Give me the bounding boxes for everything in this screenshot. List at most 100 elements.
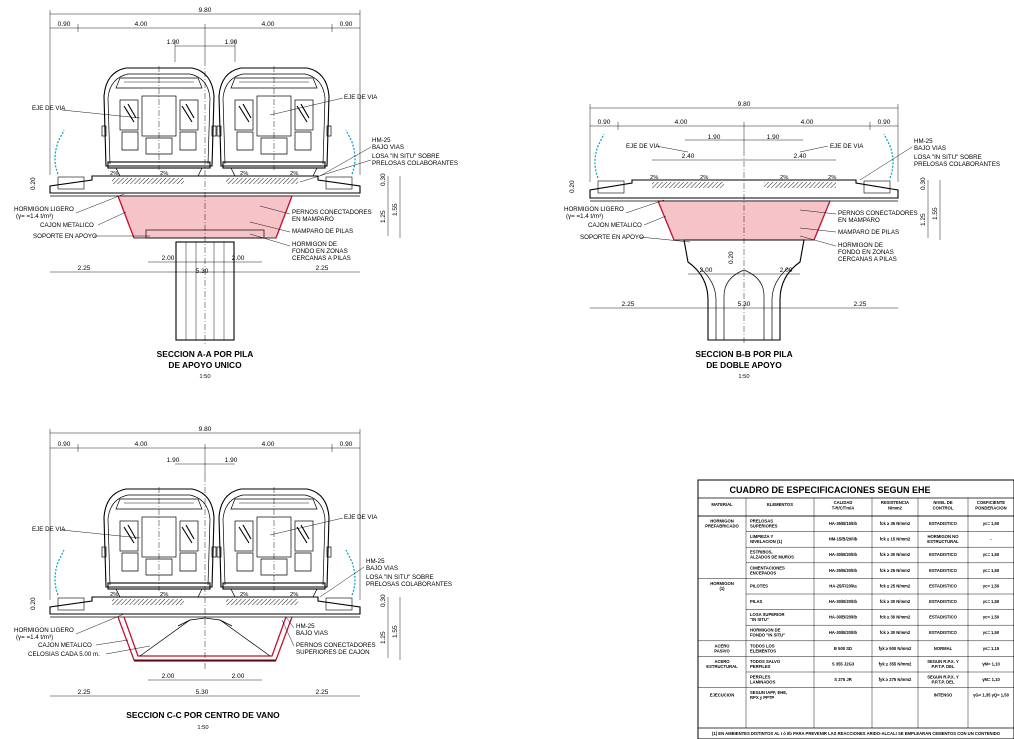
table-cell: NORMAL — [934, 646, 953, 651]
label-hf1-b: HORMIGON DE — [838, 242, 883, 249]
label-bajovias-a: BAJO VIAS — [372, 144, 404, 151]
table-cell: S 275 JR — [834, 677, 851, 682]
dim-slab-a: 0.30 — [380, 173, 387, 186]
dim-slab-c: 0.30 — [380, 594, 387, 607]
table-cell: SEGUN R.P.X. Y — [927, 659, 959, 664]
table-cell: HA-25/F/20/IIa — [829, 583, 857, 588]
train-left — [101, 65, 217, 177]
table-cell: PASIVO — [714, 648, 730, 653]
table-cell: ESTADISTICO — [929, 568, 958, 573]
table-cell: γc= 1,50 — [983, 568, 1000, 573]
table-header-cell: RESISTENCIA — [881, 500, 909, 505]
table-cell: TODOS LOS — [750, 643, 775, 648]
table-cell: ESTADISTICO — [929, 552, 958, 557]
dim-side-b: 0.90 — [340, 21, 353, 28]
table-cell: "IN SITU" — [750, 617, 769, 622]
table-cell: HA-30/B/20/IIb — [829, 599, 858, 604]
table-cell: γs= 1,15 — [983, 646, 1000, 651]
label-horm2-a: (γ= =1.4 t/m³) — [16, 213, 53, 220]
table-header-cell: COEFICIENTE — [977, 500, 1005, 505]
dim-eje-a: 1.90 — [167, 39, 180, 46]
train-left-c — [101, 486, 217, 598]
table-cell: EJECUCION — [710, 693, 734, 698]
table-cell: SUPERIORES — [750, 524, 778, 529]
dim-eje-b2: 1.90 — [767, 134, 780, 141]
label-hm25-c2: HM-25 — [296, 623, 315, 630]
label-horm1-c: HORMIGON LIGERO — [14, 627, 74, 634]
dim-eje-c2: 1.90 — [225, 457, 238, 464]
label-pernos-c1: PERNOS CONECTADORES — [296, 642, 376, 649]
dim-pier-b: 0.20 — [728, 251, 735, 264]
slope-c3: 2% — [240, 592, 248, 598]
dim-bot-mid-c: 5.30 — [196, 689, 209, 696]
dim-side-b1: 0.90 — [598, 119, 611, 126]
dim-bot-c1: 2.25 — [78, 689, 91, 696]
table-header-cell: CONTROL — [933, 506, 954, 511]
title-c1: SECCION C-C POR CENTRO DE VANO — [126, 710, 280, 720]
table-cell: fyk ≥ 500 N/mm2 — [879, 646, 912, 651]
dim-inner-c1: 2.00 — [162, 673, 175, 680]
table-header-cell: NIVEL DE — [933, 500, 952, 505]
label-cajon-c: CAJON METALICO — [38, 642, 92, 649]
slope-b1: 2% — [650, 175, 658, 181]
label-losa1-c: LOSA "IN SITU" SOBRE — [366, 574, 434, 581]
dim-half-b2: 4.00 — [801, 119, 814, 126]
slope-a3: 2% — [240, 171, 248, 177]
section-a: 9.80 0.90 4.00 4.00 0.90 1.90 1.90 2% 2%… — [14, 7, 458, 380]
table-cell: fck ≥ 25 N/mm2 — [880, 568, 911, 573]
table-cell: SEGUN R.P.X. Y — [927, 675, 959, 680]
table-cell: ESTADISTICO — [929, 583, 958, 588]
dim-pad-b2: 2.40 — [794, 153, 807, 160]
table-cell: (1) — [719, 586, 725, 591]
label-horm2-b: (γ= =1.4 t/m³) — [566, 213, 603, 220]
dim-side-c1: 0.90 — [58, 441, 71, 448]
table-cell: ACERO — [714, 659, 730, 664]
table-header-cell: T-R/C/Tm/A — [832, 506, 855, 511]
table-cell: fck ≥ 30 N/mm2 — [880, 615, 911, 620]
title-b2: DE DOBLE APOYO — [706, 360, 782, 370]
table-header-cell: ELEMENTOS — [767, 502, 793, 507]
label-hm25-c1: HM-25 — [366, 558, 385, 565]
scale-b: 1:50 — [738, 374, 749, 380]
table-cell: HORMIGON — [710, 519, 734, 524]
table-cell: ESTADISTICO — [929, 599, 958, 604]
dim-total-b: 9.80 — [738, 101, 751, 108]
label-pernos2-b: EN MAMPARO — [838, 217, 880, 224]
label-eje-via-b1: EJE DE VIA — [626, 143, 660, 150]
dim-inner-c2: 2.00 — [232, 673, 245, 680]
table-cell: RPX y PPTP — [750, 695, 774, 700]
table-cell: B 500 SD — [834, 646, 852, 651]
scale-a: 1:50 — [199, 374, 210, 380]
label-pernos-c2: SUPERIORES DE CAJON — [296, 649, 370, 656]
dim-inner-a2: 2.00 — [232, 255, 245, 262]
label-bajovias-b: BAJO VIAS — [914, 145, 946, 152]
dim-total-c: 9.80 — [199, 426, 212, 433]
scale-c: 1:50 — [197, 725, 208, 731]
dim-side-b2: 0.90 — [878, 119, 891, 126]
dim-side-c2: 0.90 — [340, 441, 353, 448]
table-cell: fyk ≥ 275 N/mm2 — [879, 677, 912, 682]
label-cajon-b: CAJON METALICO — [588, 222, 642, 229]
dim-inner-b1: 2.00 — [700, 267, 713, 274]
label-hm25-a: HM-25 — [372, 137, 391, 144]
table-cell: HORMIGON — [710, 581, 734, 586]
slope-c4: 2% — [290, 592, 298, 598]
table-cell: γM= 1,10 — [982, 661, 1000, 666]
train-right-c — [216, 486, 332, 598]
dim-web-b: 1.25 — [920, 213, 927, 226]
table-cell: ESTADISTICO — [929, 630, 958, 635]
table-cell: HA-35/B/15/IIb — [829, 521, 858, 526]
label-eje-via-c1: EJE DE VIA — [32, 526, 66, 533]
table-cell: ELEMENTOS — [750, 648, 776, 653]
label-horm1-b: HORMIGON LIGERO — [564, 206, 624, 213]
table-cell: PILAS — [750, 599, 763, 604]
table-header-cell: CALIDAD — [834, 500, 853, 505]
dim-bot-a2: 2.25 — [316, 265, 329, 272]
label-horm1-a: HORMIGON LIGERO — [14, 206, 74, 213]
slope-a4: 2% — [290, 171, 298, 177]
dim-half-c1: 4.00 — [135, 441, 148, 448]
dim-half-c2: 4.00 — [262, 441, 275, 448]
dim-web-a: 1.25 — [380, 210, 387, 223]
table-cell: ESTADISTICO — [929, 521, 958, 526]
